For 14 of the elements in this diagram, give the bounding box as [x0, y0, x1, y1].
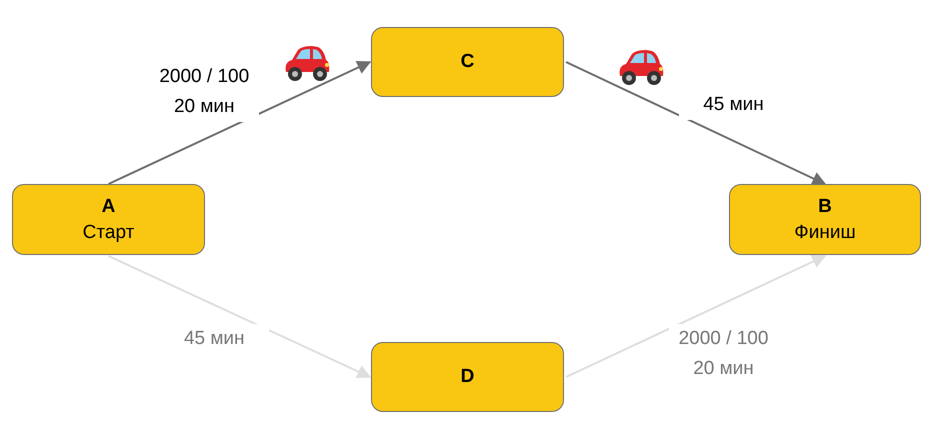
arrow [566, 255, 826, 378]
node-text: Финиш [794, 220, 856, 244]
arrow [566, 61, 826, 185]
arrow [108, 60, 372, 185]
process-box [729, 184, 921, 255]
process-box [371, 342, 564, 412]
node-title: A [102, 194, 116, 218]
node-title: B [818, 194, 832, 218]
node-text: Старт [82, 220, 134, 244]
process-box [12, 184, 205, 255]
node-title: D [460, 365, 474, 389]
node-title: C [460, 50, 474, 74]
process-box [371, 27, 564, 97]
arrow [108, 255, 372, 378]
